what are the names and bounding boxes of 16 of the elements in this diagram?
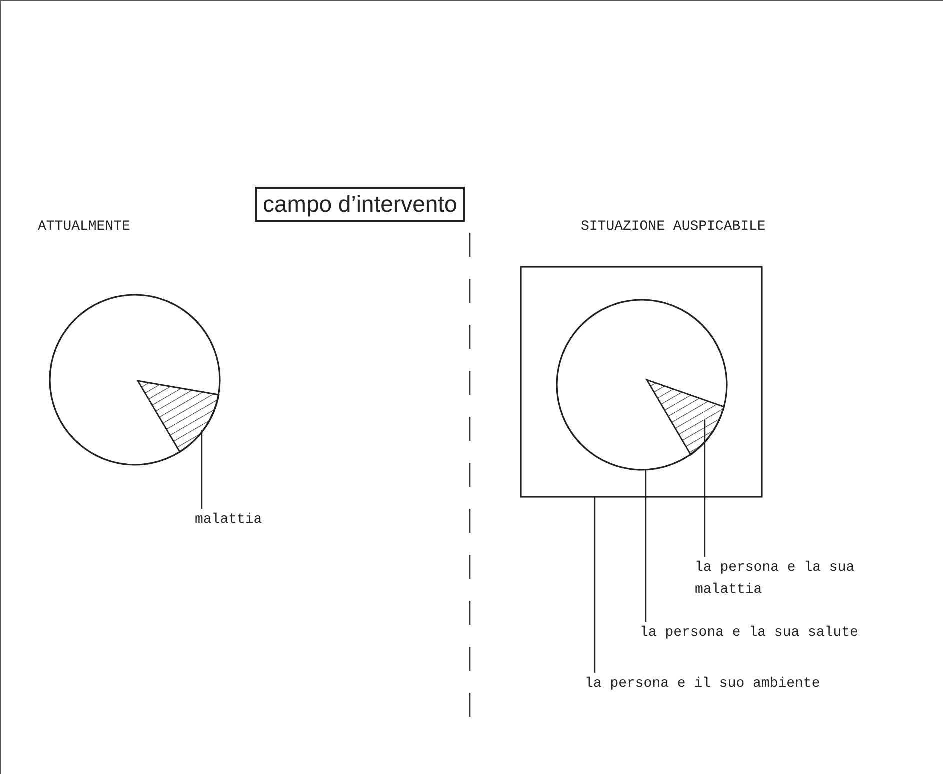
leader-line <box>704 420 706 557</box>
leader-label: la persona e il suo ambiente <box>585 673 820 695</box>
leader-line <box>594 497 596 673</box>
leader-label: la persona e la sua malattia <box>695 557 870 601</box>
circle-shape <box>49 294 221 466</box>
leader-line <box>645 469 647 622</box>
boxed-title: campo d’intervento <box>255 187 466 222</box>
section-heading: ATTUALMENTE <box>38 218 130 237</box>
leader-label: malattia <box>195 509 262 531</box>
section-heading: SITUAZIONE AUSPICABILE <box>581 218 766 237</box>
hatched-wedge <box>646 379 725 456</box>
hatched-wedge <box>137 380 220 453</box>
circle-shape <box>556 299 728 471</box>
square-frame <box>520 266 763 498</box>
leader-line <box>201 430 203 509</box>
leader-label: la persona e la sua salute <box>640 622 858 644</box>
